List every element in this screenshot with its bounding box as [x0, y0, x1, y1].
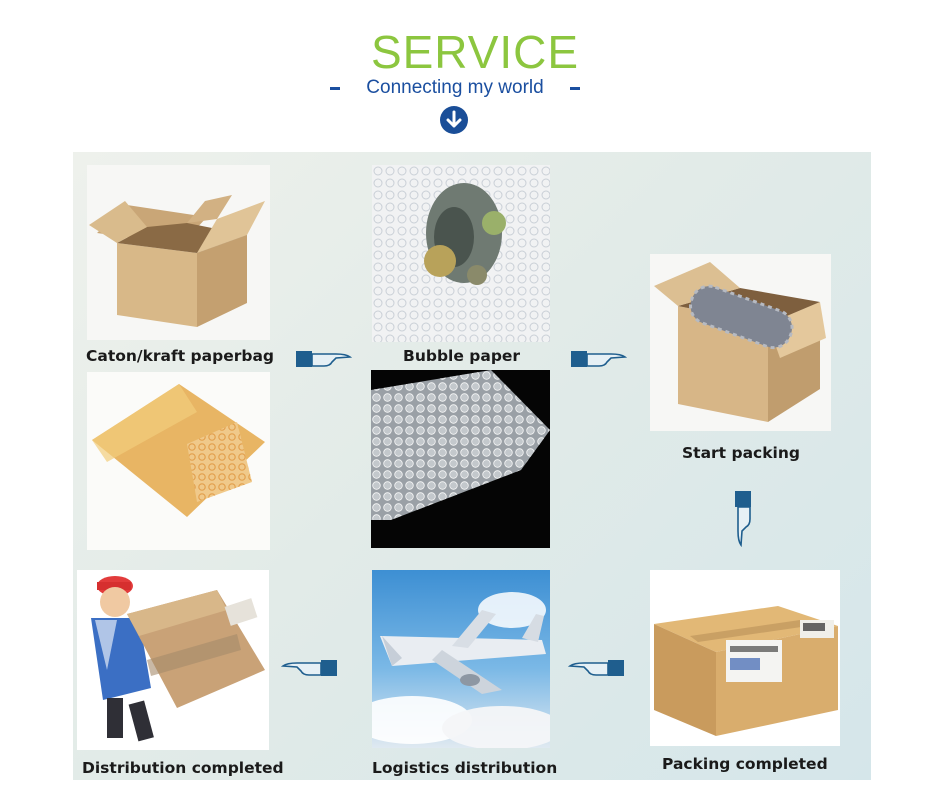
packing-completed-photo: [650, 570, 840, 746]
airplane-photo: [372, 570, 550, 748]
step-label-bubble: Bubble paper: [403, 347, 521, 365]
step-label-kraft: Caton/kraft paperbag: [86, 347, 275, 365]
kraft-box-photo: [87, 165, 270, 340]
bubble-envelope-photo: [87, 372, 270, 550]
bubble-paper-jewelry-photo: [372, 165, 550, 342]
page-title: SERVICE: [370, 26, 580, 78]
subtitle-dash-right: [570, 87, 580, 90]
pointing-hand-left-icon: [567, 657, 624, 679]
pointing-hand-right-icon: [571, 348, 628, 370]
subtitle-dash-left: [330, 87, 340, 90]
step-label-logistics: Logistics distribution: [372, 759, 558, 777]
subtitle-row: Connecting my world: [330, 76, 580, 100]
page-subtitle: Connecting my world: [366, 77, 544, 98]
step-label-packing-completed: Packing completed: [662, 755, 828, 773]
pointing-hand-right-icon: [296, 348, 353, 370]
pointing-hand-down-icon: [732, 491, 754, 548]
pointing-hand-left-icon: [280, 657, 337, 679]
arrow-down-circle-icon: [440, 106, 468, 134]
step-label-distribution: Distribution completed: [82, 759, 284, 777]
step-label-start-packing: Start packing: [682, 444, 800, 462]
courier-photo: [77, 570, 269, 750]
start-packing-photo: [650, 254, 831, 431]
header: SERVICE Connecting my world: [0, 0, 950, 150]
bubble-wrap-photo: [371, 370, 550, 548]
